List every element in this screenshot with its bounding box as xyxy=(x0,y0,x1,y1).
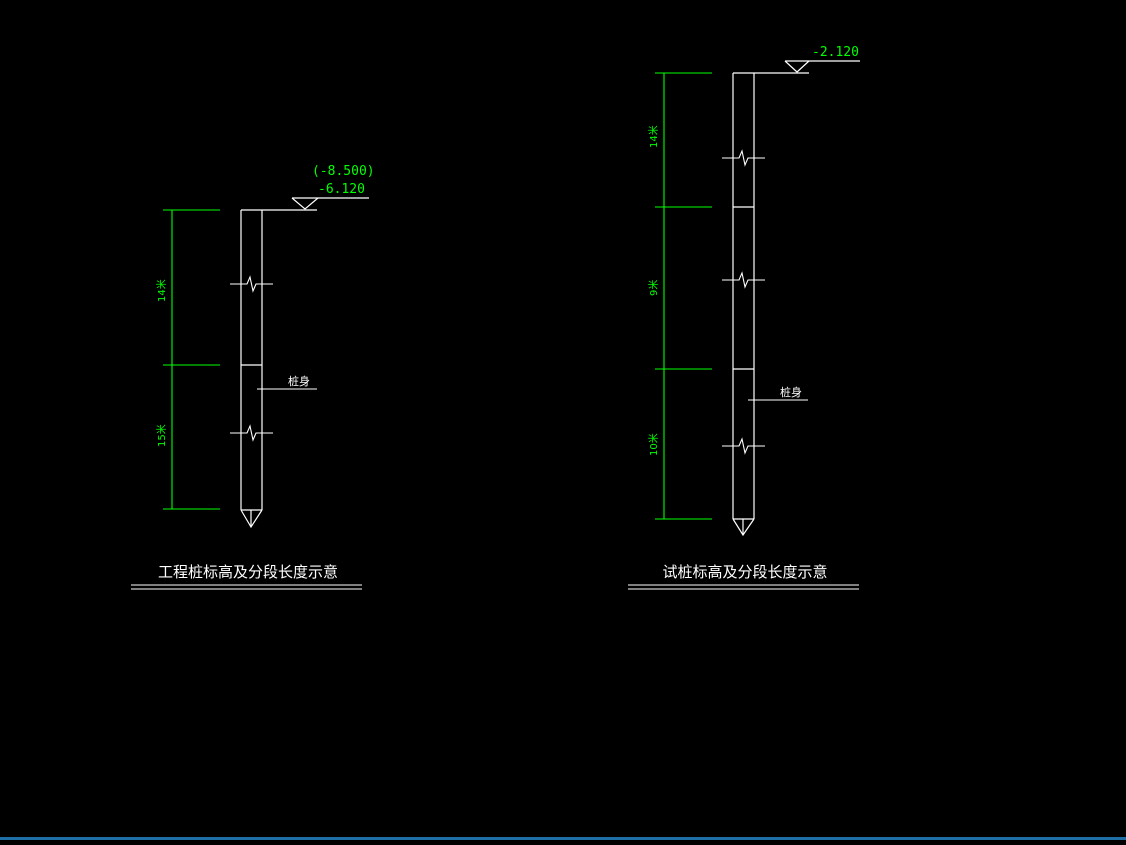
right-segment-lower-label: 10米 xyxy=(647,433,660,456)
left-segment-upper-label: 14米 xyxy=(155,279,168,302)
left-pile-body xyxy=(240,209,317,529)
left-elevation-marker xyxy=(291,197,369,210)
left-elevation-label: -6.120 xyxy=(318,182,365,197)
left-dimension-lines xyxy=(163,209,220,510)
left-break-symbol-upper xyxy=(230,275,273,293)
left-pile-diagram: (-8.500) -6.120 桩身 xyxy=(131,164,375,590)
right-pile-body-label: 桩身 xyxy=(780,385,802,399)
left-elevation-alt-label: (-8.500) xyxy=(312,164,375,179)
window-bottom-edge xyxy=(0,837,1126,840)
right-segment-middle-label: 9米 xyxy=(647,280,660,296)
right-elevation-label: -2.120 xyxy=(812,45,859,60)
right-break-symbol-middle xyxy=(722,271,765,289)
right-elevation-marker xyxy=(784,60,860,73)
right-segment-upper-label: 14米 xyxy=(647,125,660,148)
right-dimension-lines xyxy=(655,72,712,520)
right-break-symbol-upper xyxy=(722,149,765,167)
right-title-underline xyxy=(628,584,859,590)
left-pile-body-label: 桩身 xyxy=(288,374,310,388)
right-pile-diagram: -2.120 桩身 xyxy=(628,45,860,590)
right-diagram-title: 试桩标高及分段长度示意 xyxy=(662,563,827,581)
right-break-symbol-lower xyxy=(722,437,765,455)
left-segment-lower-label: 15米 xyxy=(155,424,168,447)
left-break-symbol-lower xyxy=(230,424,273,442)
left-diagram-title: 工程桩标高及分段长度示意 xyxy=(158,563,338,581)
left-title-underline xyxy=(131,584,362,590)
right-pile-body xyxy=(732,72,809,537)
